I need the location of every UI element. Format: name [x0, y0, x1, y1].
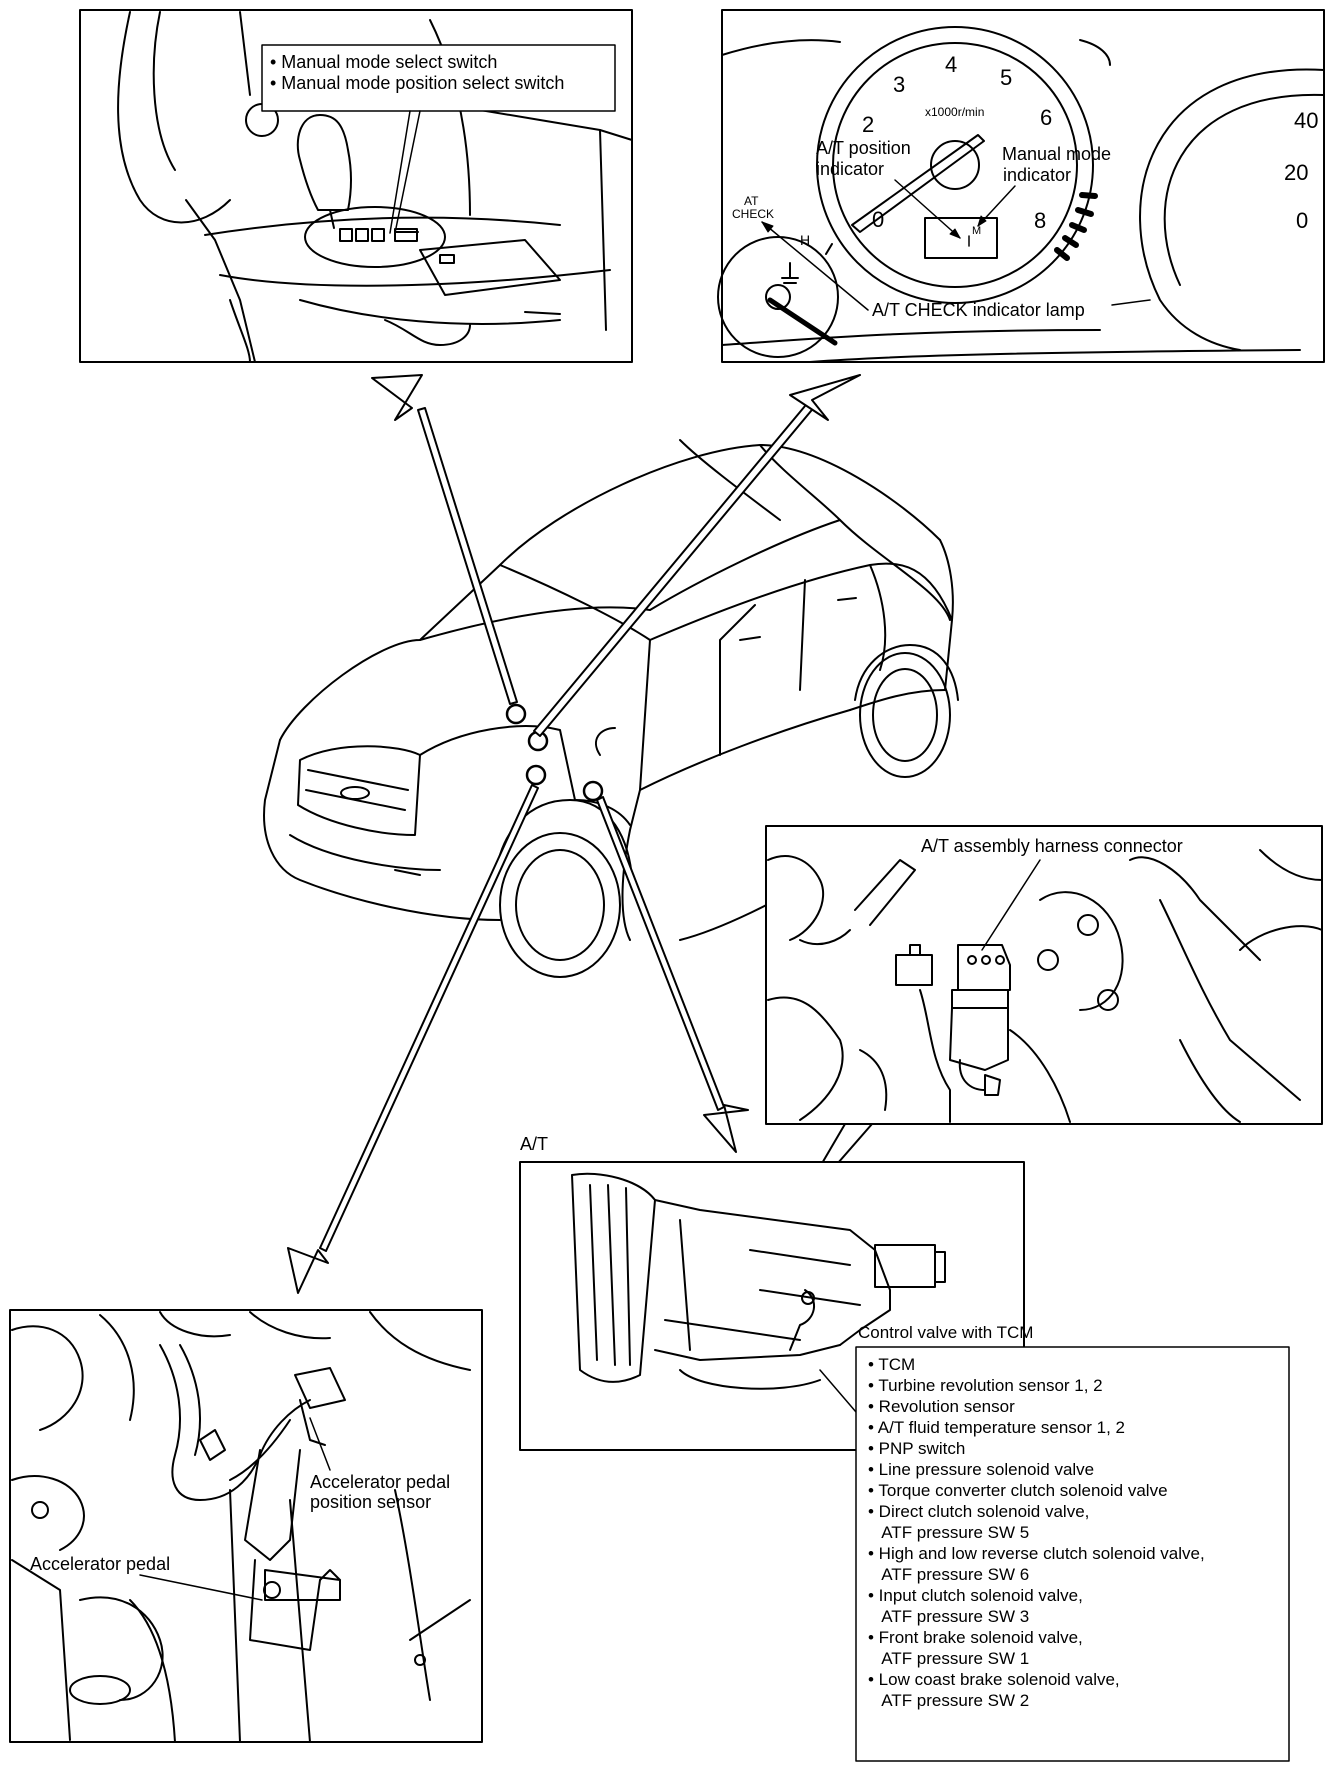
manual-mode-indicator-arrowhead	[977, 215, 987, 227]
arrow-to-at	[596, 796, 725, 1111]
transmission-illustration	[571, 1172, 946, 1390]
arrow-to-pedal-head	[287, 1247, 329, 1294]
m-mark: M	[972, 225, 981, 237]
tach-number: 2	[862, 112, 874, 137]
component-item: • Torque converter clutch solenoid valve	[868, 1481, 1168, 1500]
speed-numbers: 40 20 0	[1284, 108, 1318, 233]
arrow-to-shifter-head	[371, 374, 423, 421]
harness-connector-label: A/T assembly harness connector	[921, 836, 1183, 856]
tach-number: 5	[1000, 65, 1012, 90]
accelerator-pedal-label: Accelerator pedal	[30, 1554, 170, 1574]
tach-number: 6	[1040, 105, 1052, 130]
at-position-display	[924, 217, 998, 259]
harness-panel-frame	[765, 825, 1323, 1125]
location-marker-shifter	[505, 703, 527, 725]
component-item: • Revolution sensor	[868, 1397, 1015, 1416]
harness-panel: A/T assembly harness connector	[765, 825, 1323, 1125]
at-check-lamp-label: A/T CHECK indicator lamp	[872, 300, 1085, 320]
shifter-callout-line-1: • Manual mode select switch	[270, 52, 497, 72]
components-list: • TCM • Turbine revolution sensor 1, 2 •…	[855, 1346, 1290, 1762]
component-item: ATF pressure SW 1	[868, 1649, 1029, 1668]
speedometer-dial	[1139, 68, 1325, 351]
at-panel-title: A/T	[520, 1134, 548, 1154]
accelerator-pedal-leader	[139, 1574, 263, 1601]
component-item: ATF pressure SW 5	[868, 1523, 1029, 1542]
meter-illustration	[717, 26, 1325, 363]
location-markers	[505, 703, 604, 802]
meter-panel: 0 2 3 4 5 6 8 x1000r/min 40 20 0 AT CHEC…	[717, 9, 1325, 363]
temperature-gauge	[717, 236, 839, 358]
tach-number: 8	[1034, 208, 1046, 233]
tach-number: 4	[945, 52, 957, 77]
accelerator-sensor-label: position sensor	[310, 1492, 431, 1512]
at-check-mark: CHECK	[732, 207, 774, 221]
at-position-indicator-leader	[894, 179, 961, 239]
shifter-callout-box	[261, 44, 616, 112]
control-valve-label: Control valve with TCM	[858, 1323, 1033, 1342]
component-item: • Input clutch solenoid valve,	[868, 1586, 1083, 1605]
tach-unit: x1000r/min	[925, 105, 984, 119]
component-item: • High and low reverse clutch solenoid v…	[868, 1544, 1205, 1563]
component-item: • Front brake solenoid valve,	[868, 1628, 1083, 1647]
at-check-lamp-leader	[761, 221, 869, 311]
shifter-illustration	[117, 11, 633, 363]
arrow-to-shifter	[417, 407, 518, 705]
manual-mode-indicator-label: Manual mode	[1002, 144, 1111, 164]
tachometer-hub	[930, 140, 980, 190]
at-check-lamp-arrowhead	[761, 221, 774, 233]
location-marker-pedal	[525, 764, 547, 786]
tach-number: 0	[872, 207, 884, 232]
pedal-panel-frame	[9, 1309, 483, 1743]
rear-wheel	[859, 652, 951, 778]
at-check-lamp-underline	[1111, 299, 1151, 306]
accelerator-sensor-label: Accelerator pedal	[310, 1472, 450, 1492]
at-position-indicator-label: A/T position	[816, 138, 911, 158]
arrow-to-meter-head	[789, 374, 861, 421]
tach-number: 3	[893, 72, 905, 97]
component-item: • PNP switch	[868, 1439, 965, 1458]
component-item: ATF pressure SW 6	[868, 1565, 1029, 1584]
arrow-to-pedal	[319, 784, 539, 1252]
component-item: ATF pressure SW 3	[868, 1607, 1029, 1626]
pedal-panel: Accelerator pedal position sensor Accele…	[9, 1309, 483, 1743]
arrow-to-at-head	[703, 1104, 749, 1153]
location-marker-at	[582, 780, 604, 802]
speed-number: 40	[1294, 108, 1318, 133]
at-check-mark: AT	[744, 194, 759, 208]
at-position-indicator-label: indicator	[816, 159, 884, 179]
harness-illustration	[767, 849, 1323, 1123]
components-list-box	[855, 1346, 1290, 1762]
shifter-leader-line	[394, 110, 421, 234]
at-position-indicator-arrowhead	[949, 228, 961, 239]
component-item: • TCM	[868, 1355, 915, 1374]
shifter-leader-line-2	[389, 110, 411, 234]
arrow-to-meter	[533, 399, 817, 737]
accelerator-sensor-leader	[309, 1417, 331, 1471]
connector-arrows	[287, 374, 861, 1294]
harness-connector-leader	[981, 859, 1041, 951]
tachometer-dial	[816, 26, 1094, 304]
speed-number: 0	[1296, 208, 1308, 233]
h-mark: H	[800, 232, 810, 248]
component-item: • Turbine revolution sensor 1, 2	[868, 1376, 1103, 1395]
component-item: ATF pressure SW 2	[868, 1691, 1029, 1710]
component-item: • Direct clutch solenoid valve,	[868, 1502, 1089, 1521]
control-valve-leader	[819, 1369, 857, 1413]
component-item: • Line pressure solenoid valve	[868, 1460, 1094, 1479]
shifter-panel: • Manual mode select switch • Manual mod…	[79, 9, 633, 363]
front-wheel	[499, 832, 621, 978]
pedal-illustration	[11, 1311, 471, 1743]
manual-mode-indicator-label: indicator	[1003, 165, 1071, 185]
component-item: • A/T fluid temperature sensor 1, 2	[868, 1418, 1125, 1437]
meter-panel-frame	[721, 9, 1325, 363]
vehicle-illustration	[263, 439, 959, 978]
tach-numbers: 0 2 3 4 5 6 8	[862, 52, 1052, 233]
tachometer-needle	[851, 134, 985, 233]
speed-number: 20	[1284, 160, 1308, 185]
component-item: • Low coast brake solenoid valve,	[868, 1670, 1120, 1689]
shifter-callout-line-2: • Manual mode position select switch	[270, 73, 564, 93]
